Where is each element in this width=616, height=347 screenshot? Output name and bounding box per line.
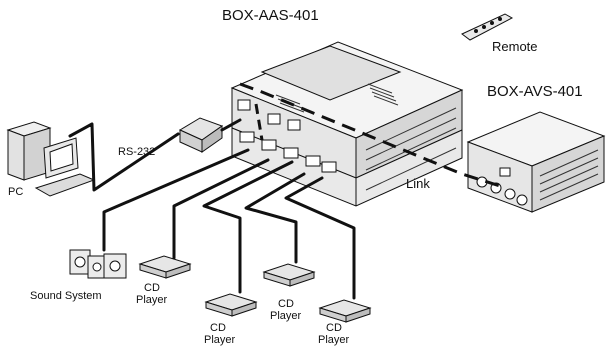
- remote-label: Remote: [492, 39, 538, 54]
- cd-player-3-icon: [262, 263, 316, 287]
- cd-player-2-cable: [202, 160, 294, 294]
- cd-player-1-label-line2: Player: [136, 294, 168, 306]
- cd-player-2-icon: [204, 293, 258, 317]
- cd-player-3-label-line2: Player: [270, 310, 302, 322]
- pc-computer-icon: [6, 121, 96, 197]
- cd-player-3-label-line1: CD: [278, 298, 294, 310]
- box-aas-401-device: [230, 41, 464, 207]
- sound-system-label: Sound System: [30, 290, 102, 302]
- sound-system-cable: [102, 148, 250, 252]
- cd-player-1-cable: [172, 158, 270, 260]
- pc-label: PC: [8, 186, 24, 198]
- box-avs-401-device: [466, 111, 606, 213]
- cd-player-3-cable: [244, 172, 306, 264]
- cd-player-1-label-line1: CD: [144, 282, 160, 294]
- sound-system-icon: [69, 249, 127, 279]
- cd-player-2-label-line1: CD: [210, 322, 226, 334]
- cd-player-1-icon: [138, 255, 192, 279]
- main-unit-label: BOX-AAS-401: [222, 7, 319, 24]
- pc-rs232-cable: [68, 122, 180, 192]
- cd-player-2-label-line2: Player: [204, 334, 236, 346]
- secondary-unit-label: BOX-AVS-401: [487, 83, 583, 100]
- cd-player-4-label-line2: Player: [318, 334, 350, 346]
- cd-player-4-cable: [284, 176, 356, 300]
- cd-player-4-label-line1: CD: [326, 322, 342, 334]
- link-cable: [239, 82, 501, 188]
- remote-control-icon: [461, 13, 514, 41]
- link-label: Link: [406, 176, 430, 191]
- rs232-main-cable: [220, 118, 242, 132]
- rs232-adapter-icon: [178, 117, 224, 153]
- cd-player-4-icon: [318, 299, 372, 323]
- rs232-label: RS-232: [118, 146, 156, 158]
